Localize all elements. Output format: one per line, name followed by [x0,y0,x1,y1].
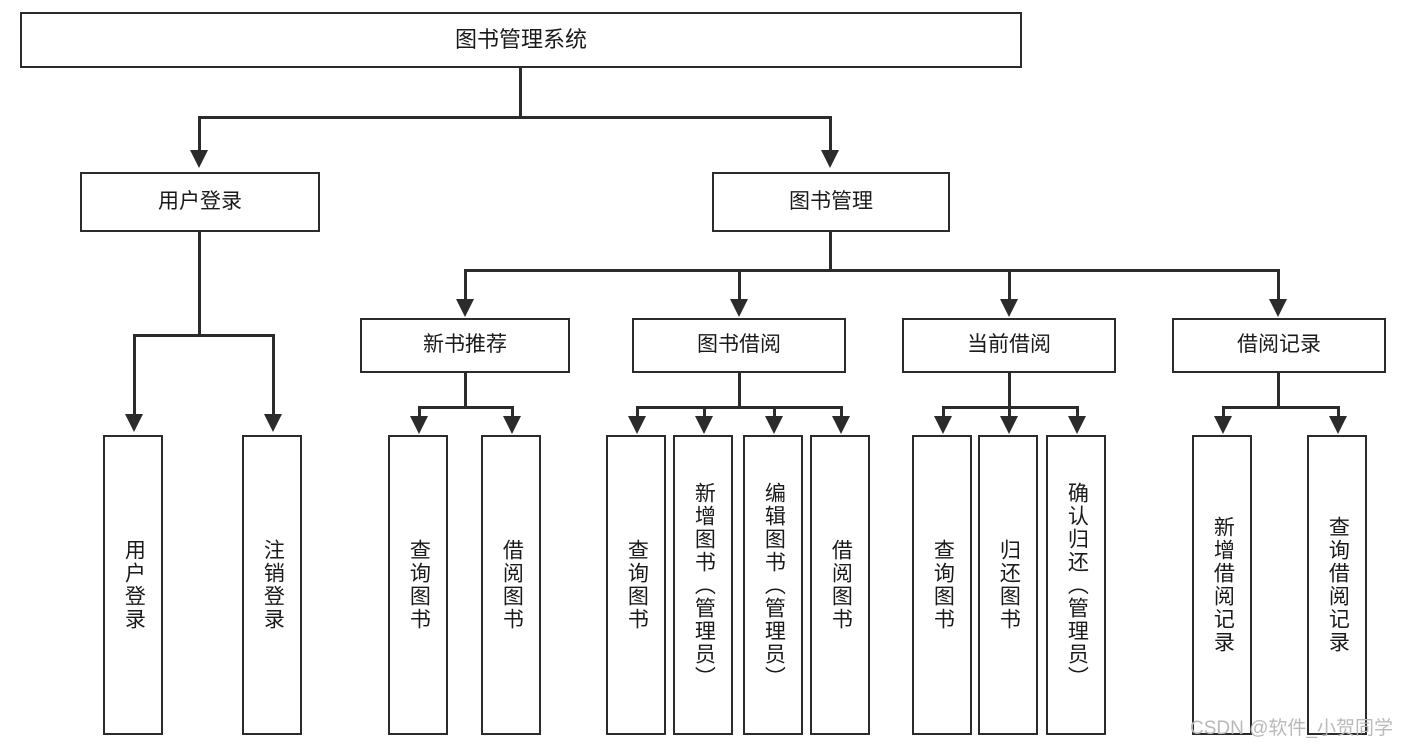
connector-nbr-trunk [464,373,467,409]
node-label: 查询图书 [931,539,955,631]
connector-cb-drop-1 [942,406,945,420]
arrow-to-leaf-logout [264,414,282,432]
leaf-user-login[interactable]: 用户登录 [103,435,163,735]
arrow-to-new-book-recommend [456,299,474,317]
node-label: 借阅记录 [1237,333,1321,357]
connector-book-manage-bar [464,269,1278,272]
arrow-to-leaf-user-login [125,414,143,432]
arrow-to-book-manage [821,150,839,168]
connector-root-drop-right [829,116,832,152]
connector-root-drop-left [198,116,201,152]
arrow-to-current-borrow [1000,299,1018,317]
connector-br-drop-1 [1222,406,1225,420]
node-label: 注销登录 [261,539,285,631]
connector-bm-drop-3 [1008,269,1011,301]
node-label: 图书借阅 [697,333,781,357]
leaf-br-query-record[interactable]: 查询借阅记录 [1307,435,1367,735]
connector-bb-bar [636,406,842,409]
leaf-cb-return-book[interactable]: 归还图书 [978,435,1038,735]
node-label: 借阅图书 [829,539,853,631]
connector-user-login-drop-1 [133,334,136,416]
connector-cb-drop-2 [1008,406,1011,420]
connector-br-trunk [1277,373,1280,409]
leaf-cb-query-book[interactable]: 查询图书 [912,435,972,735]
connector-nbr-bar [418,406,513,409]
node-label: 用户登录 [122,539,146,631]
arrow-to-borrow-record [1269,299,1287,317]
node-label: 确认归还（管理员） [1065,481,1089,689]
node-label: 图书管理系统 [454,27,587,53]
node-label: 新增图书（管理员） [692,481,716,689]
connector-user-login-trunk [198,232,201,336]
node-label: 新增借阅记录 [1211,516,1235,654]
node-current-borrow[interactable]: 当前借阅 [902,318,1116,373]
leaf-bb-edit-book-admin[interactable]: 编辑图书（管理员） [743,435,803,735]
arrow-to-user-login [190,150,208,168]
arrow-nbr-leaf-2 [503,416,521,434]
arrow-cb-leaf-3 [1068,416,1086,434]
node-book-borrow[interactable]: 图书借阅 [632,318,846,373]
connector-bb-drop-4 [840,406,843,420]
connector-book-manage-trunk [829,232,832,272]
arrow-bb-leaf-4 [832,416,850,434]
connector-br-drop-2 [1337,406,1340,420]
leaf-cb-confirm-return-admin[interactable]: 确认归还（管理员） [1046,435,1106,735]
connector-root-bar [198,116,832,119]
arrow-to-book-borrow [730,299,748,317]
connector-bb-drop-2 [703,406,706,420]
connector-user-login-bar [133,334,275,337]
node-new-book-recommend[interactable]: 新书推荐 [360,318,570,373]
connector-nbr-drop-1 [418,406,421,420]
node-label: 归还图书 [997,539,1021,631]
node-label: 查询借阅记录 [1326,516,1350,654]
connector-br-bar [1222,406,1339,409]
connector-bb-trunk [738,373,741,409]
node-label: 查询图书 [407,539,431,631]
arrow-nbr-leaf-1 [410,416,428,434]
node-label: 借阅图书 [500,539,524,631]
node-user-login[interactable]: 用户登录 [80,172,320,232]
connector-nbr-drop-2 [511,406,514,420]
node-book-management[interactable]: 图书管理 [712,172,950,232]
connector-user-login-drop-2 [272,334,275,416]
node-label: 当前借阅 [967,333,1051,357]
arrow-cb-leaf-2 [1000,416,1018,434]
arrow-br-leaf-1 [1214,416,1232,434]
connector-cb-trunk [1008,373,1011,409]
connector-cb-drop-3 [1076,406,1079,420]
leaf-nbr-borrow-book[interactable]: 借阅图书 [481,435,541,735]
arrow-br-leaf-2 [1329,416,1347,434]
node-label: 用户登录 [158,189,242,213]
node-label: 新书推荐 [423,333,507,357]
arrow-bb-leaf-3 [765,416,783,434]
arrow-cb-leaf-1 [934,416,952,434]
node-label: 图书管理 [789,189,873,213]
node-label: 编辑图书（管理员） [762,481,786,689]
leaf-bb-borrow-book[interactable]: 借阅图书 [810,435,870,735]
arrow-bb-leaf-1 [628,416,646,434]
connector-bb-drop-1 [636,406,639,420]
node-label: 查询图书 [625,539,649,631]
leaf-nbr-query-book[interactable]: 查询图书 [388,435,448,735]
node-borrow-record[interactable]: 借阅记录 [1172,318,1386,373]
leaf-bb-add-book-admin[interactable]: 新增图书（管理员） [673,435,733,735]
node-root-library-system[interactable]: 图书管理系统 [20,12,1022,68]
leaf-logout[interactable]: 注销登录 [242,435,302,735]
arrow-bb-leaf-2 [695,416,713,434]
connector-root-trunk [519,68,522,118]
connector-bb-drop-3 [773,406,776,420]
leaf-br-add-record[interactable]: 新增借阅记录 [1192,435,1252,735]
connector-bm-drop-2 [738,269,741,301]
connector-bm-drop-4 [1277,269,1280,301]
leaf-bb-query-book[interactable]: 查询图书 [606,435,666,735]
connector-bm-drop-1 [464,269,467,301]
